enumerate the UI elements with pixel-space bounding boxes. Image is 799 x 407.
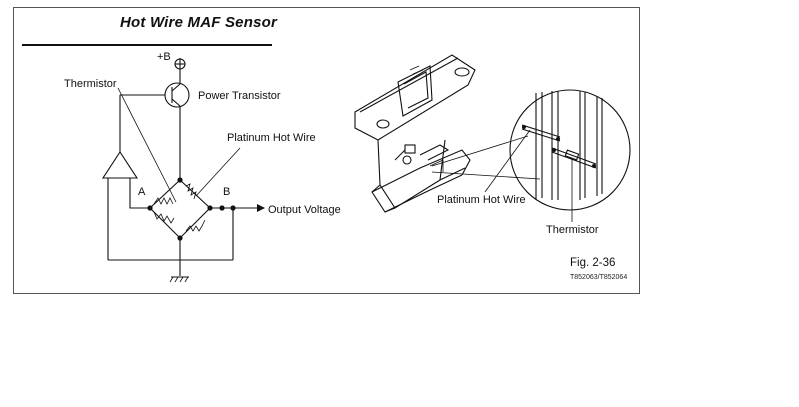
supply-terminal [174, 58, 186, 82]
bridge-circuit [108, 87, 265, 283]
output-voltage-label: Output Voltage [268, 204, 341, 216]
maf-sensor-illustration [354, 54, 631, 222]
schematic: +B Power Transistor Thermistor [64, 51, 341, 283]
figure-code: T852063/T852064 [570, 274, 627, 281]
platinum-hot-wire-label-illustration: Platinum Hot Wire [437, 194, 526, 206]
power-transistor-symbol [120, 82, 190, 180]
platinum-hot-wire-label-schematic: Platinum Hot Wire [227, 132, 316, 144]
op-amp-symbol [101, 95, 150, 260]
figure-number: Fig. 2-36 [570, 257, 615, 269]
node-a-label: A [138, 186, 146, 198]
supply-label: +B [157, 51, 171, 63]
figure-title: Hot Wire MAF Sensor [120, 14, 278, 31]
power-transistor-label: Power Transistor [198, 90, 281, 102]
node-b-label: B [223, 186, 230, 198]
thermistor-label: Thermistor [64, 78, 117, 90]
title-underline [22, 44, 272, 46]
thermistor-label-illustration: Thermistor [546, 224, 599, 236]
